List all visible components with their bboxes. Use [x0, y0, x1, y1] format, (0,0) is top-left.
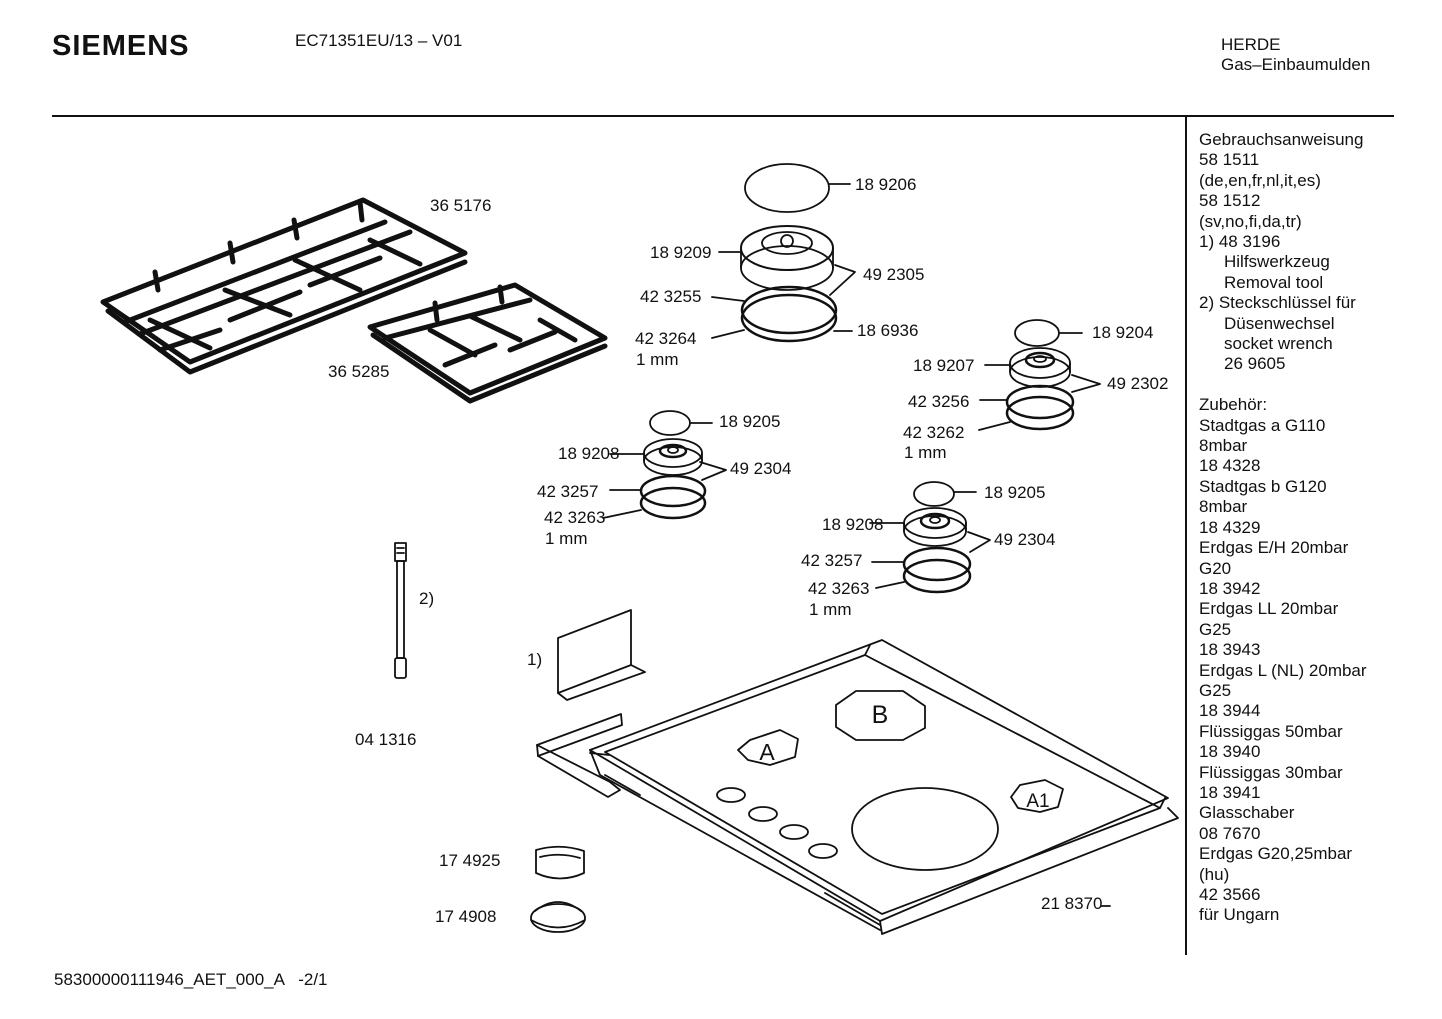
removal-tool	[557, 609, 646, 701]
manual-1-number: 58 1511	[1199, 150, 1260, 170]
label-seal-mid-b-note: 1 mm	[545, 529, 588, 548]
accessory-line: 8mbar	[1199, 497, 1248, 517]
accessory-line: 08 7670	[1199, 823, 1261, 843]
manual-title: Gebrauchsanweisung	[1199, 130, 1364, 149]
zone-label-a: A	[759, 739, 775, 765]
accessory-line: 42 3566	[1199, 885, 1261, 905]
manual-2-langs: (sv,no,fi,da,tr)	[1199, 211, 1302, 231]
category-line-2: Gas–Einbaumulden	[1221, 55, 1371, 74]
label-ring-set-low: 49 2304	[994, 530, 1056, 549]
label-cap-low: 18 9205	[984, 483, 1046, 502]
label-seal-top-b: 42 3264	[635, 329, 697, 348]
label-wrench-number: 04 1316	[355, 730, 417, 749]
label-ring-set-mid: 49 2304	[730, 459, 792, 478]
label-seal-right-b: 42 3262	[903, 423, 965, 442]
label-cap-right: 18 9204	[1092, 323, 1154, 342]
hob	[589, 639, 1179, 935]
accessory-line: G25	[1199, 619, 1232, 639]
grid-small	[367, 282, 608, 404]
accessory-line: Erdgas G20,25mbar	[1199, 844, 1353, 864]
brand-logo: SIEMENS	[52, 30, 190, 62]
accessories-title: Zubehör:	[1199, 395, 1268, 415]
accessory-line: G20	[1199, 558, 1232, 578]
label-ring-set-top: 49 2305	[863, 265, 925, 284]
label-seal-low-b: 42 3263	[808, 579, 870, 598]
zone-label-b: B	[872, 701, 889, 729]
accessory-line: Flüssiggas 50mbar	[1199, 721, 1343, 741]
burner-stack-low	[869, 481, 991, 594]
tool-2-line-2: Düsenwechsel	[1224, 313, 1335, 333]
socket-wrench	[394, 542, 407, 679]
label-seal-top-b-note: 1 mm	[636, 350, 679, 369]
grid-large	[100, 197, 468, 375]
label-seal-low-a: 42 3257	[801, 551, 863, 570]
label-grid-large: 36 5176	[430, 196, 492, 215]
frame-strips	[536, 713, 623, 798]
burner-stack-mid	[602, 410, 727, 520]
label-seal-right-b-note: 1 mm	[904, 443, 947, 462]
accessory-line: 18 4329	[1199, 517, 1261, 537]
label-hob: 21 8370	[1041, 894, 1103, 913]
manual-2-number: 58 1512	[1199, 191, 1261, 211]
tool-1-line-3: Removal tool	[1224, 272, 1324, 292]
accessory-line: für Ungarn	[1199, 905, 1280, 925]
label-burner-right: 18 9207	[913, 356, 975, 375]
category-line-1: HERDE	[1221, 35, 1281, 54]
accessory-line: Stadtgas b G120	[1199, 476, 1327, 496]
accessory-line: Glasschaber	[1199, 803, 1295, 823]
model-number: EC71351EU/13 – V01	[295, 31, 463, 50]
label-seal-mid-b: 42 3263	[544, 508, 606, 527]
tool-2-line-1: 2) Steckschlüssel für	[1199, 293, 1356, 313]
label-seal-mid-a: 42 3257	[537, 482, 599, 501]
burner-stack-top	[711, 163, 856, 343]
header-divider	[52, 115, 1394, 117]
label-wrench-ref: 2)	[419, 589, 435, 608]
category: HERDE Gas–Einbaumulden	[1221, 35, 1370, 75]
accessory-line: Erdgas L (NL) 20mbar	[1199, 660, 1367, 680]
label-cap-top: 18 9206	[855, 175, 917, 194]
accessory-line: Erdgas LL 20mbar	[1199, 599, 1339, 619]
label-ring-set-right: 49 2302	[1107, 374, 1169, 393]
knobs	[530, 845, 586, 933]
label-seal-top-a: 42 3255	[640, 287, 702, 306]
accessory-line: 18 3941	[1199, 782, 1261, 802]
label-tool-ref: 1)	[527, 650, 543, 669]
label-knob-a: 17 4925	[439, 851, 501, 870]
accessory-line: 8mbar	[1199, 436, 1248, 456]
label-seal-right-a: 42 3256	[908, 392, 970, 411]
parts-sidebar: Gebrauchsanweisung 58 1511 (de,en,fr,nl,…	[1199, 130, 1435, 926]
accessory-line: Stadtgas a G110	[1199, 415, 1326, 435]
burner-stack-right	[978, 319, 1101, 431]
accessory-line: 18 4328	[1199, 456, 1261, 476]
tool-1-line-1: 1) 48 3196	[1199, 232, 1281, 252]
label-cap-mid: 18 9205	[719, 412, 781, 431]
tool-2-line-3: socket wrench	[1224, 334, 1333, 354]
tool-1-line-2: Hilfswerkzeug	[1224, 252, 1330, 272]
label-knob-b: 17 4908	[435, 907, 497, 926]
accessory-line: 18 3940	[1199, 742, 1261, 762]
accessory-line: G25	[1199, 680, 1232, 700]
label-burner-low: 18 9208	[822, 515, 884, 534]
accessory-line: 18 3943	[1199, 640, 1261, 660]
footer-doc-id: 58300000111946_AET_000_A -2/1	[54, 970, 328, 989]
zone-label-a1: A1	[1026, 791, 1049, 812]
label-burner-top: 18 9209	[650, 243, 712, 262]
accessory-line: Flüssiggas 30mbar	[1199, 762, 1343, 782]
label-grid-small: 36 5285	[328, 362, 390, 381]
sidebar-divider	[1185, 117, 1187, 955]
tool-2-line-4: 26 9605	[1224, 354, 1286, 374]
accessory-line: Erdgas E/H 20mbar	[1199, 538, 1349, 558]
accessory-line: 18 3942	[1199, 578, 1261, 598]
label-seal-low-b-note: 1 mm	[809, 600, 852, 619]
accessory-line: 18 3944	[1199, 701, 1261, 721]
accessory-line: (hu)	[1199, 864, 1230, 884]
label-burner-mid: 18 9208	[558, 444, 620, 463]
manual-1-langs: (de,en,fr,nl,it,es)	[1199, 170, 1321, 190]
label-ring-top: 18 6936	[857, 321, 919, 340]
